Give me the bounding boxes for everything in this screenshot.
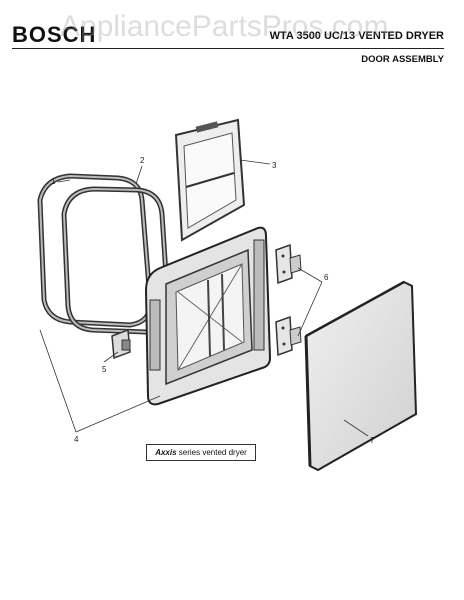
door-hinge-lower bbox=[275, 315, 302, 357]
callout-3: 3 bbox=[272, 161, 277, 170]
door-latch bbox=[111, 328, 131, 360]
callout-7: 7 bbox=[370, 436, 375, 445]
section-title: DOOR ASSEMBLY bbox=[361, 54, 444, 65]
callout-6: 6 bbox=[324, 273, 329, 282]
caption-brand-word: Axxis bbox=[155, 448, 177, 457]
caption-rest: series vented dryer bbox=[176, 448, 247, 457]
model-title: WTA 3500 UC/13 VENTED DRYER bbox=[269, 30, 444, 42]
callout-1: 1 bbox=[51, 177, 56, 186]
filter-frame bbox=[174, 118, 246, 242]
leader-lines bbox=[39, 159, 369, 437]
callout-4: 4 bbox=[74, 435, 79, 444]
brand-logo: BOSCH bbox=[12, 22, 97, 47]
callout-2: 2 bbox=[140, 156, 145, 165]
door-hinge-upper bbox=[275, 243, 302, 285]
door-seal-outer bbox=[37, 173, 153, 328]
inner-door-frame bbox=[144, 226, 272, 406]
callout-5: 5 bbox=[102, 365, 107, 374]
series-caption: Axxis series vented dryer bbox=[146, 444, 256, 461]
outer-door-panel bbox=[304, 280, 418, 472]
header-divider bbox=[12, 48, 444, 49]
